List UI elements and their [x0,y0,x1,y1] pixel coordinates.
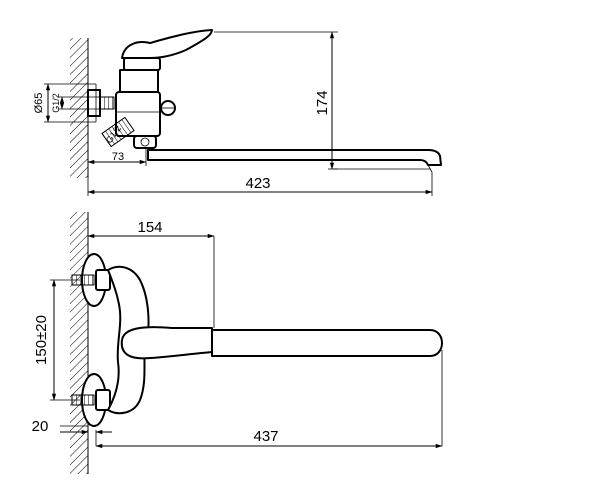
top-view-handle [120,326,213,360]
top-view: 154 150±20 20 437 [32,212,443,474]
dim-handle-reach-label: 154 [137,219,162,236]
top-view-eccentric-lower [71,373,111,427]
top-view-spout [211,329,443,357]
side-view-flange [87,84,115,122]
top-view-eccentric-upper [71,253,111,307]
side-view-handle [121,29,213,59]
dim-total-length-label: 437 [253,428,278,445]
top-view-wall [70,212,89,474]
side-view-wall [70,38,89,178]
dim-wall-gap: 20 [32,418,112,435]
dim-offset-label: 73 [112,151,124,163]
dim-spacing-label: 150±20 [33,315,50,365]
dim-flange-diameter-label: Ø65 [33,93,45,114]
side-view-inlet [101,116,135,148]
dim-inlet-thread-label: G1/2 [51,93,61,113]
dim-length: 423 [87,175,433,195]
dim-handle-reach: 154 [87,219,215,239]
dim-inlet-thread: G1/2 [51,93,100,113]
dim-spacing: 150±20 [33,279,57,401]
side-view-valve-body [115,57,176,137]
side-view-spout [133,135,442,173]
dim-height-label: 174 [314,90,331,115]
dim-total-length: 437 [95,428,443,449]
side-view: 174 Ø65 G1/2 G1/2 73 423 [33,29,442,196]
dim-wall-gap-label: 20 [32,418,49,435]
dim-offset: 73 [87,151,147,165]
dim-flange-diameter: Ø65 [33,83,96,123]
dim-height: 174 [314,31,335,170]
dim-length-label: 423 [245,175,270,192]
